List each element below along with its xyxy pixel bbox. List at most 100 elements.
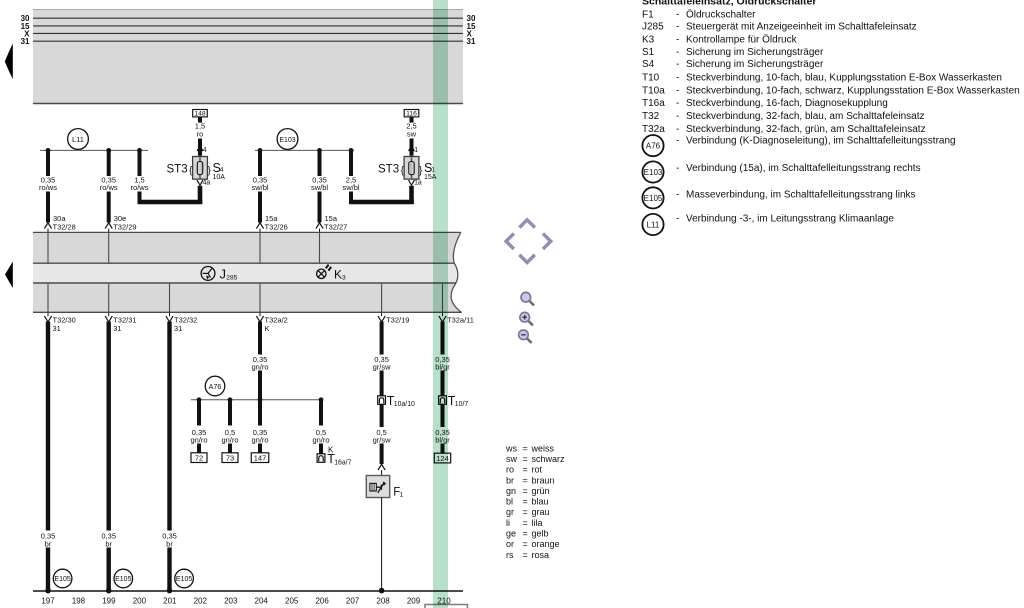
- svg-text:braun: braun: [532, 475, 555, 485]
- svg-text:E105: E105: [176, 576, 192, 583]
- svg-text:=: =: [523, 550, 528, 560]
- svg-text:31: 31: [174, 324, 182, 333]
- svg-text:T32/29: T32/29: [113, 222, 136, 231]
- svg-text:285: 285: [226, 274, 237, 281]
- svg-text:gn/ro: gn/ro: [312, 435, 329, 444]
- svg-text:J: J: [220, 266, 227, 281]
- svg-text:T32/26: T32/26: [265, 222, 288, 231]
- svg-text:0,35: 0,35: [374, 355, 389, 364]
- svg-text:0,35: 0,35: [41, 532, 56, 541]
- svg-text:A76: A76: [209, 382, 222, 391]
- svg-text:-: -: [676, 86, 679, 97]
- svg-text:sw/bl: sw/bl: [311, 183, 328, 192]
- svg-text:=: =: [523, 529, 528, 539]
- svg-text:br: br: [166, 539, 173, 548]
- svg-text:rosa: rosa: [532, 550, 550, 560]
- svg-text:1: 1: [400, 492, 404, 499]
- svg-text:0,35: 0,35: [101, 532, 116, 541]
- svg-text:E103: E103: [644, 168, 663, 177]
- svg-text:gn/ro: gn/ro: [251, 363, 268, 372]
- svg-text:Verbindung -3-, im Leitungsstr: Verbindung -3-, im Leitungsstrang Klimaa…: [686, 213, 894, 224]
- svg-text:203: 203: [224, 597, 238, 606]
- svg-text:br: br: [105, 539, 112, 548]
- svg-text:gn: gn: [506, 486, 516, 496]
- svg-text:15A: 15A: [424, 174, 437, 181]
- svg-text:grau: grau: [532, 507, 550, 517]
- svg-text:Verbindung (K-Diagnoseleitung): Verbindung (K-Diagnoseleitung), im Schal…: [686, 136, 956, 147]
- svg-text:=: =: [523, 539, 528, 549]
- svg-text:-: -: [676, 35, 679, 46]
- svg-text:=: =: [523, 486, 528, 496]
- svg-text:-: -: [676, 190, 679, 201]
- svg-text:K: K: [328, 446, 334, 455]
- svg-text:gr/sw: gr/sw: [373, 363, 392, 372]
- svg-text:T32/27: T32/27: [324, 222, 347, 231]
- svg-text:gn/ro: gn/ro: [251, 435, 268, 444]
- svg-text:gr: gr: [506, 507, 514, 517]
- svg-text:S1: S1: [642, 47, 655, 58]
- svg-text:0,5: 0,5: [376, 428, 386, 437]
- svg-text:0,35: 0,35: [312, 175, 327, 184]
- svg-text:blau: blau: [532, 497, 549, 507]
- svg-text:-: -: [676, 47, 679, 58]
- svg-text:E103: E103: [279, 137, 295, 144]
- svg-text:2,5: 2,5: [346, 175, 356, 184]
- svg-text:T32/30: T32/30: [53, 316, 76, 325]
- svg-text:4a: 4a: [203, 180, 211, 187]
- svg-text:T32a/11: T32a/11: [447, 316, 474, 325]
- svg-text:205: 205: [285, 597, 299, 606]
- svg-text:=: =: [523, 443, 528, 453]
- svg-text:30: 30: [21, 14, 30, 23]
- svg-text:72: 72: [195, 454, 203, 463]
- svg-text:gn/ro: gn/ro: [221, 435, 238, 444]
- svg-text:208: 208: [376, 597, 390, 606]
- svg-text:Öldruckschalter: Öldruckschalter: [686, 8, 756, 20]
- svg-text:116: 116: [406, 111, 417, 118]
- svg-text:1a: 1a: [414, 180, 422, 187]
- svg-text:Steuergerät mit Anzeigeeinheit: Steuergerät mit Anzeigeeinheit im Schalt…: [686, 21, 917, 32]
- svg-text:S4: S4: [642, 59, 655, 70]
- svg-text:15: 15: [21, 22, 30, 31]
- svg-text:-: -: [676, 124, 679, 135]
- svg-text:gn/ro: gn/ro: [190, 435, 207, 444]
- svg-text:X: X: [24, 29, 30, 38]
- svg-text:147: 147: [254, 454, 267, 463]
- svg-text:sw: sw: [407, 130, 417, 139]
- svg-text:orange: orange: [532, 539, 560, 549]
- svg-text:{: {: [189, 165, 193, 176]
- svg-text:T32/32: T32/32: [174, 316, 197, 325]
- svg-text:E105: E105: [644, 194, 663, 203]
- svg-text:197: 197: [41, 597, 55, 606]
- svg-text:F1: F1: [642, 9, 654, 20]
- svg-text:0,35: 0,35: [41, 175, 56, 184]
- svg-text:0,35: 0,35: [162, 532, 177, 541]
- svg-text:T: T: [327, 452, 335, 466]
- svg-text:0,35: 0,35: [253, 355, 268, 364]
- svg-text:L11: L11: [647, 220, 660, 229]
- svg-text:ge: ge: [506, 529, 516, 539]
- svg-text:X: X: [467, 29, 473, 38]
- svg-text:-: -: [676, 136, 679, 147]
- svg-text:=: =: [523, 497, 528, 507]
- svg-text:ro/ws: ro/ws: [131, 183, 149, 192]
- svg-text:sw: sw: [506, 454, 518, 464]
- svg-text:=: =: [523, 475, 528, 485]
- svg-text:ST3: ST3: [378, 163, 399, 175]
- svg-text:Steckverbindung, 32-fach, grün: Steckverbindung, 32-fach, grün, am Schal…: [686, 124, 926, 135]
- svg-text:4: 4: [220, 167, 224, 174]
- svg-text:31: 31: [467, 37, 476, 46]
- svg-text:=: =: [523, 454, 528, 464]
- svg-text:S: S: [213, 161, 221, 175]
- svg-text:Kontrollampe für Öldruck: Kontrollampe für Öldruck: [686, 34, 798, 46]
- svg-text:T10: T10: [642, 73, 660, 84]
- svg-text:li: li: [506, 518, 510, 528]
- svg-text:202: 202: [194, 597, 208, 606]
- svg-text:bl: bl: [506, 497, 513, 507]
- svg-text:2,5: 2,5: [406, 122, 416, 131]
- svg-text:Steckverbindung, 16-fach, Diag: Steckverbindung, 16-fach, Diagnosekupplu…: [686, 98, 888, 109]
- svg-text:31: 31: [113, 324, 121, 333]
- svg-text:br: br: [506, 475, 514, 485]
- svg-text:0,35: 0,35: [192, 428, 207, 437]
- svg-text:T32a: T32a: [642, 124, 665, 135]
- svg-text:1: 1: [414, 147, 418, 154]
